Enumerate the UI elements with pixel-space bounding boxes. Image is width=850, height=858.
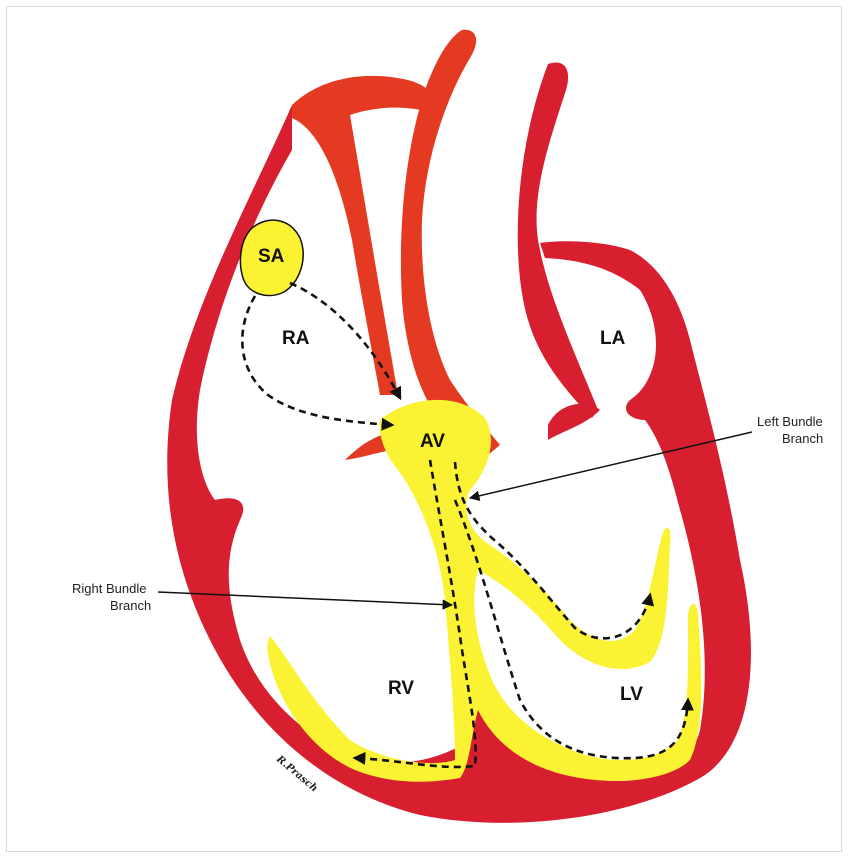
right-bundle-label-line2: Branch	[110, 598, 151, 613]
label-av: AV	[420, 431, 445, 452]
label-ra: RA	[282, 328, 310, 349]
label-rv: RV	[388, 678, 414, 699]
left-bundle-label-line1: Left Bundle	[757, 414, 823, 429]
right-bundle-label-line1: Right Bundle	[72, 581, 146, 596]
left-bundle-label-line2: Branch	[782, 431, 823, 446]
left-atrium-lower	[548, 404, 600, 440]
label-la: LA	[600, 328, 626, 349]
label-sa: SA	[258, 246, 285, 267]
left-atrium-wall	[518, 62, 598, 418]
label-lv: LV	[620, 684, 643, 705]
